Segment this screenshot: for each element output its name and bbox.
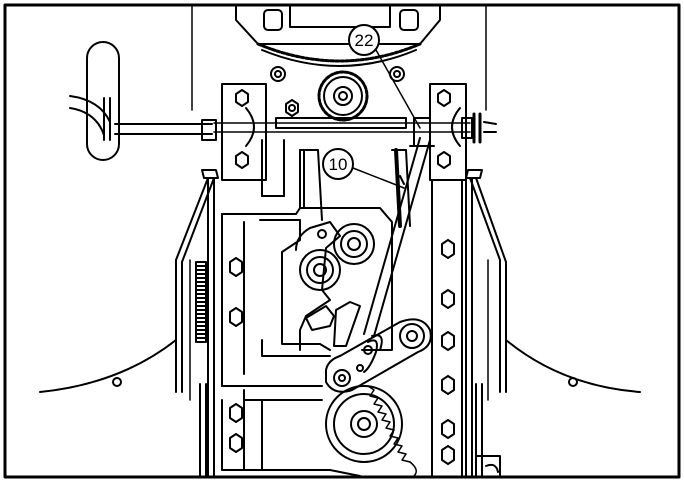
- small-drive-gear: [275, 70, 407, 129]
- left-toothed-rack: [195, 261, 207, 343]
- bell-crank: [325, 318, 432, 393]
- left-pivot-links: [175, 169, 219, 477]
- belt-slot: [299, 148, 411, 228]
- top-gear-housing: [235, 4, 441, 82]
- wheel-fenders: [39, 339, 641, 393]
- lower-pulley: [325, 385, 403, 463]
- upper-cam: [333, 223, 375, 265]
- bottom-right-bracket: [475, 455, 501, 477]
- callout-22-label: 22: [355, 31, 374, 50]
- left-handle: [69, 41, 120, 161]
- control-rod: [363, 117, 435, 337]
- left-side-plate: [221, 83, 285, 197]
- central-body: [221, 207, 393, 387]
- tension-spring: [367, 385, 417, 477]
- lower-body: [221, 385, 361, 477]
- background-frame-lines: [189, 4, 489, 401]
- middle-cam: [299, 249, 341, 291]
- callout-10-label: 10: [329, 155, 348, 174]
- right-bolt-column: [431, 179, 463, 477]
- right-pivot-links: [465, 169, 507, 477]
- callout-10: 10: [322, 148, 405, 189]
- horizontal-shaft: [114, 107, 497, 147]
- small-lever: [305, 301, 361, 347]
- callout-22: 22: [348, 24, 421, 129]
